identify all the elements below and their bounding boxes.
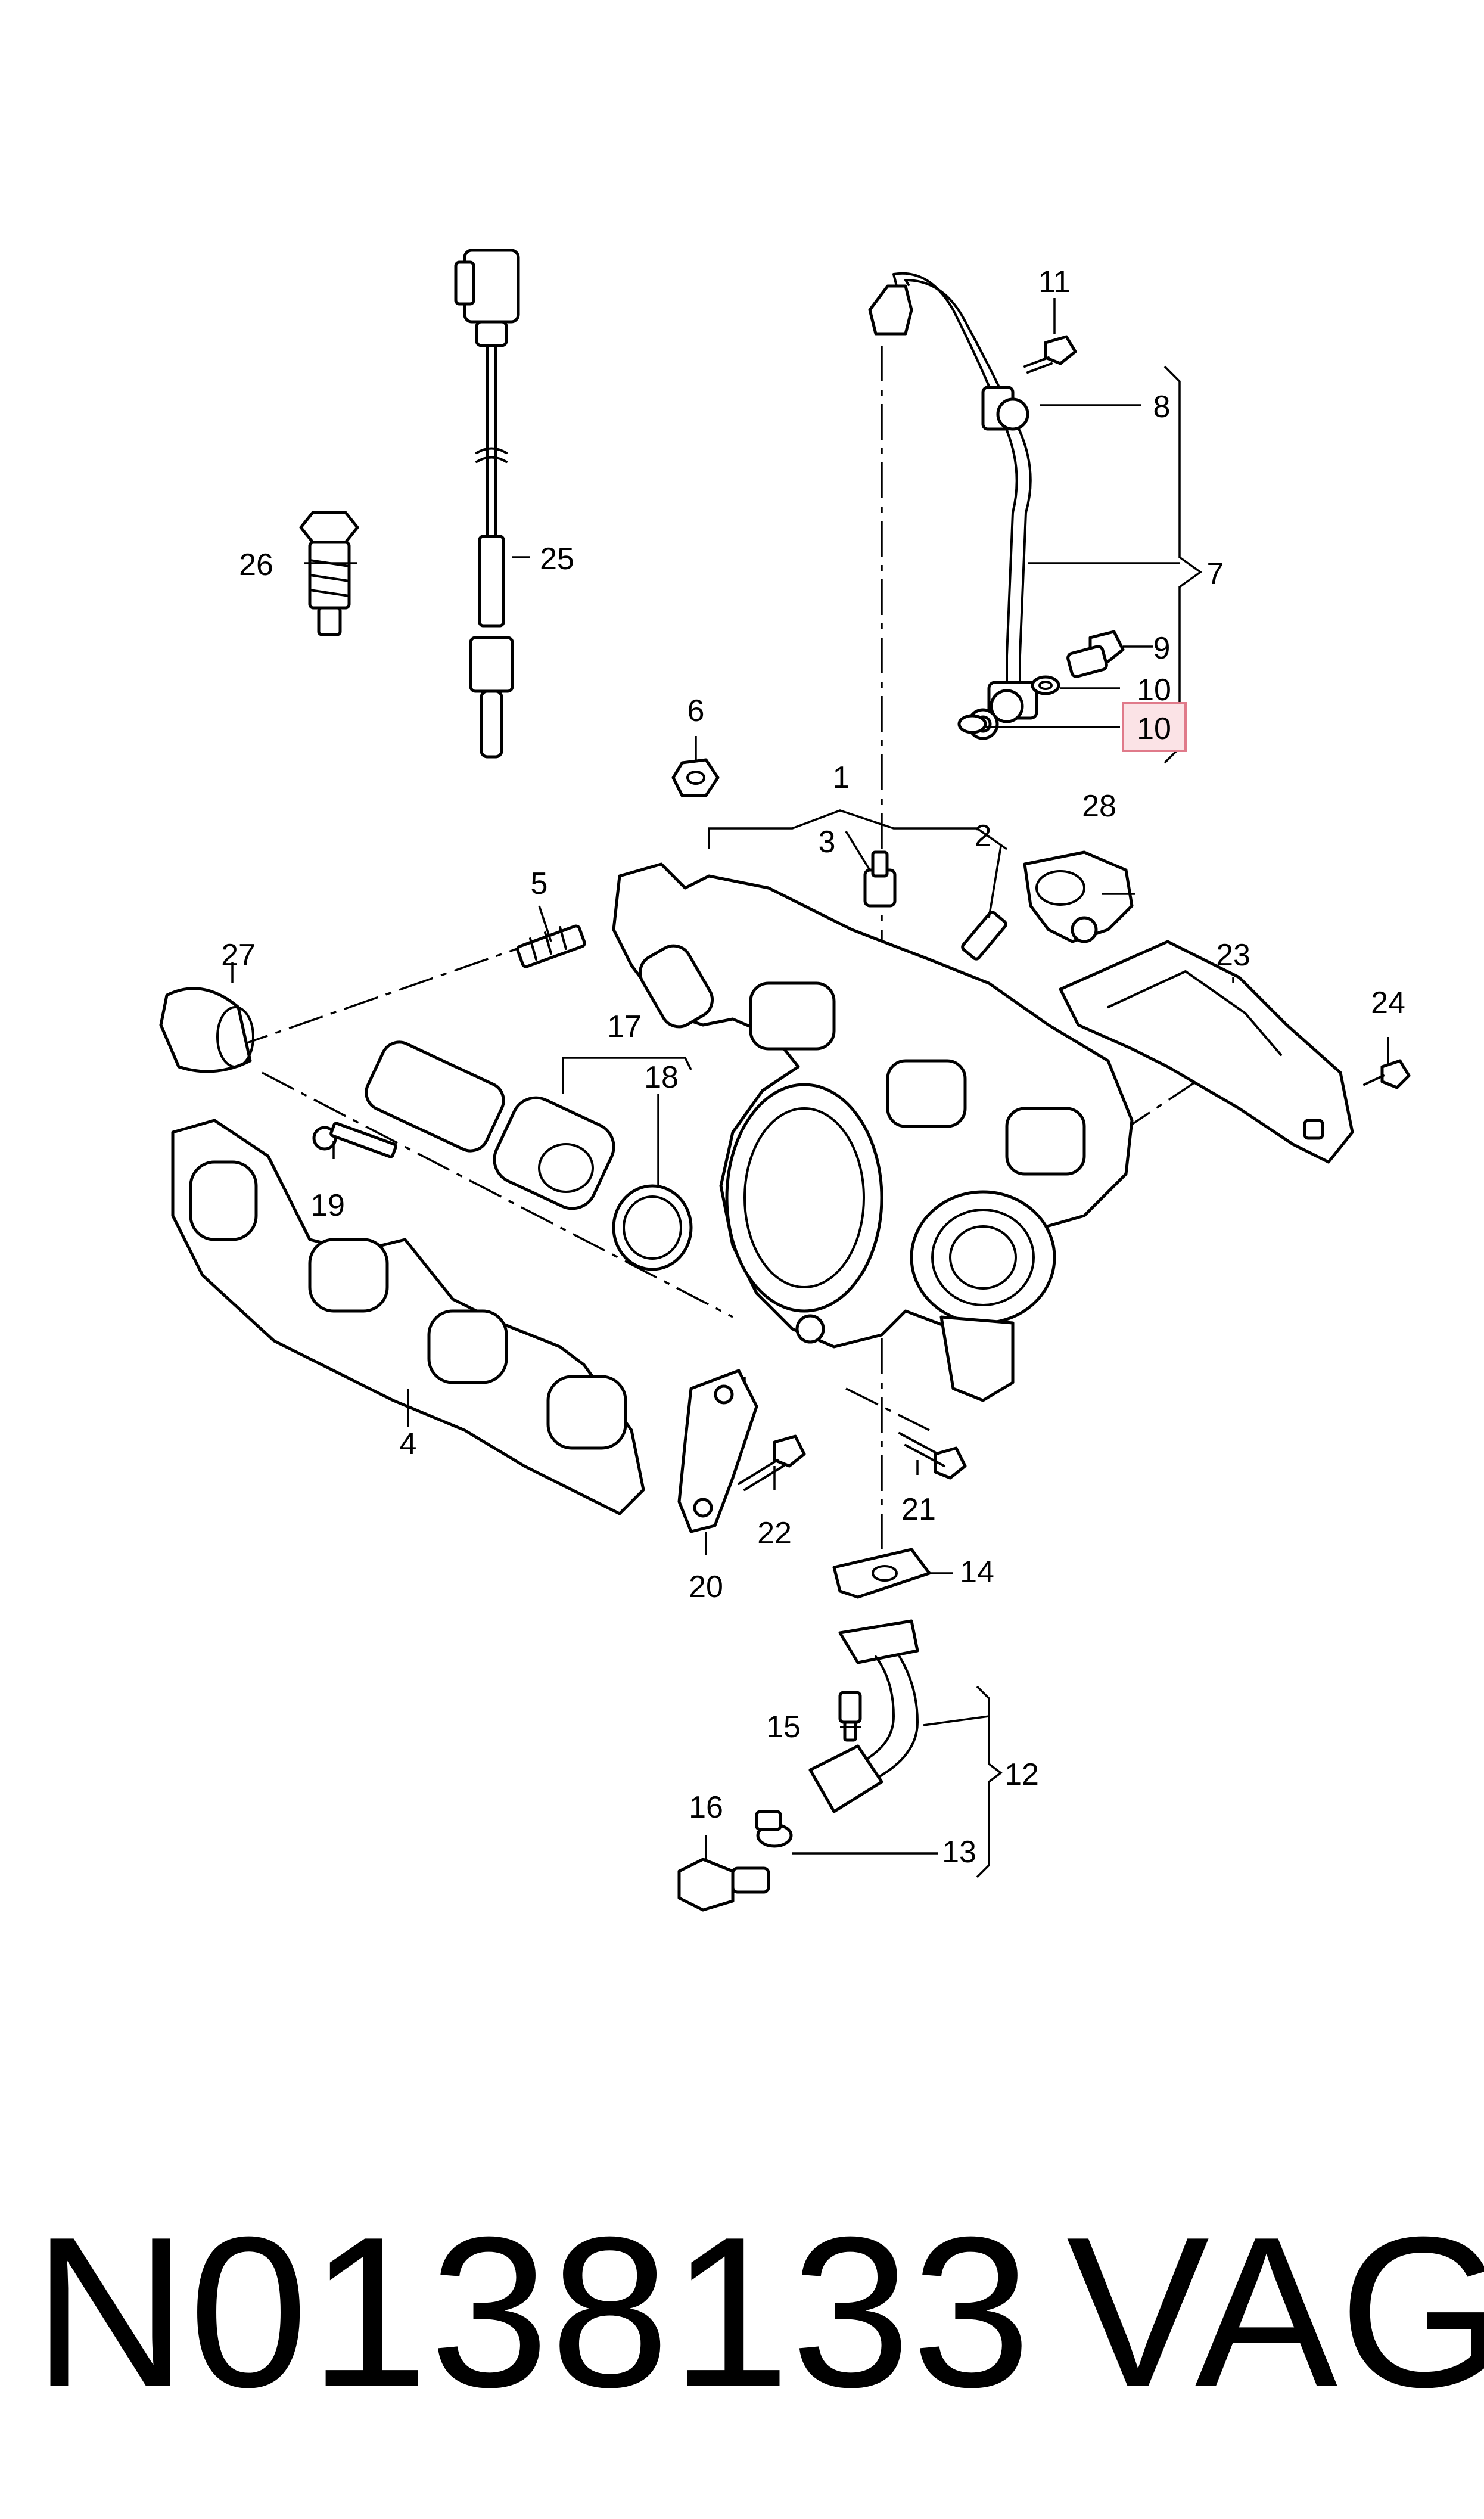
part-number-label: N0138133 bbox=[33, 2192, 1032, 2432]
callout-3: 3 bbox=[819, 825, 836, 859]
callout-labels: 1 2 3 4 5 6 7 8 9 10 10 11 12 13 14 15 1… bbox=[221, 265, 1405, 1869]
bracket-20-part bbox=[677, 1369, 758, 1533]
callout-18: 18 bbox=[644, 1060, 679, 1095]
callout-27: 27 bbox=[221, 938, 256, 973]
elbow-28-part bbox=[1023, 850, 1134, 943]
callout-24: 24 bbox=[1371, 986, 1405, 1020]
highlighted-callout-box bbox=[1122, 702, 1187, 752]
callout-10-upper: 10 bbox=[1137, 673, 1171, 707]
callout-1: 1 bbox=[833, 760, 850, 795]
callout-21: 21 bbox=[901, 1492, 936, 1527]
nut-part bbox=[671, 758, 720, 797]
bolt-21-part bbox=[898, 1432, 967, 1480]
oil-supply-line-part bbox=[868, 272, 1038, 740]
callout-7: 7 bbox=[1207, 557, 1224, 591]
bolt-19-part bbox=[312, 1122, 397, 1158]
sleeve-27-part bbox=[159, 987, 254, 1073]
callout-10-lower: 10 bbox=[1137, 712, 1171, 746]
actuator-17-part bbox=[365, 1040, 615, 1210]
callout-11: 11 bbox=[1038, 265, 1071, 299]
callout-16: 16 bbox=[689, 1790, 723, 1825]
callout-13: 13 bbox=[942, 1835, 976, 1869]
bolt-15-part bbox=[838, 1691, 862, 1742]
callout-6: 6 bbox=[687, 694, 705, 728]
turbocharger-manifold-part bbox=[612, 862, 1134, 1402]
callout-2: 2 bbox=[975, 819, 992, 853]
sensor-cable-part bbox=[454, 249, 520, 759]
clamp-13-part bbox=[755, 1810, 793, 1848]
bolt-11-part bbox=[1023, 335, 1077, 374]
gasket-14-part bbox=[832, 1548, 931, 1599]
banjo-16-part bbox=[677, 1858, 770, 1912]
seal-ring-part bbox=[957, 675, 1060, 734]
callout-25: 25 bbox=[540, 542, 574, 576]
callout-22: 22 bbox=[757, 1516, 792, 1551]
bolt-22-part bbox=[738, 1434, 806, 1491]
callout-12: 12 bbox=[1004, 1757, 1039, 1792]
manifold-gasket-part bbox=[171, 1119, 645, 1515]
banjo-bolt-part bbox=[1066, 630, 1125, 678]
callout-19: 19 bbox=[310, 1188, 345, 1223]
o-ring-18-part bbox=[612, 1184, 693, 1271]
callout-26: 26 bbox=[239, 548, 273, 582]
plug-screw-part bbox=[299, 511, 359, 636]
stud-5-part bbox=[516, 924, 586, 968]
callout-20: 20 bbox=[689, 1570, 723, 1604]
oil-return-line-part bbox=[808, 1619, 919, 1813]
callout-14: 14 bbox=[960, 1555, 994, 1589]
callout-4: 4 bbox=[400, 1427, 417, 1461]
callout-28: 28 bbox=[1082, 789, 1116, 824]
callout-15: 15 bbox=[766, 1710, 801, 1744]
callout-8: 8 bbox=[1153, 390, 1171, 424]
callout-23: 23 bbox=[1216, 938, 1250, 973]
callout-9: 9 bbox=[1153, 631, 1171, 666]
bracket-clip-part bbox=[981, 386, 1029, 431]
bolt-24-part bbox=[1363, 1059, 1411, 1089]
stud-2-part bbox=[961, 911, 1007, 961]
callout-5: 5 bbox=[531, 866, 548, 901]
heat-shield-23-part bbox=[1059, 940, 1354, 1164]
callout-17: 17 bbox=[607, 1010, 642, 1044]
pressure-sensor-3-part bbox=[863, 850, 897, 908]
brand-label: VAG bbox=[1066, 2192, 1484, 2432]
